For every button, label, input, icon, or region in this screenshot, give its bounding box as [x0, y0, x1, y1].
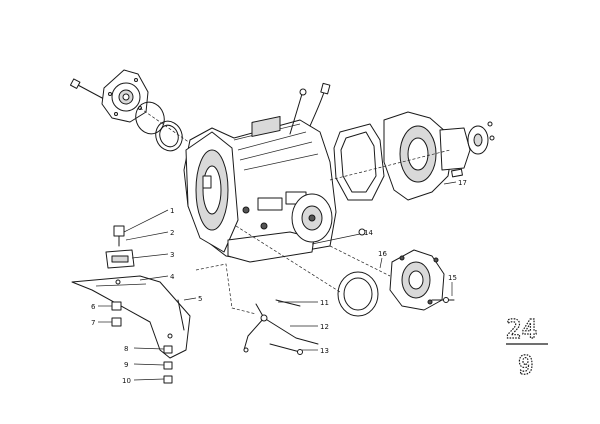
callout-15: 15 — [448, 274, 457, 282]
extension-housing — [383, 111, 471, 201]
callout-12: 12 — [320, 323, 329, 331]
callout-1: 1 — [170, 207, 174, 215]
callout-16: 16 — [378, 250, 387, 258]
rear-gasket — [337, 271, 379, 317]
callout-8: 8 — [124, 345, 128, 353]
rear-housing — [389, 249, 445, 311]
output-flange — [467, 121, 495, 155]
callout-2: 2 — [170, 229, 174, 237]
dipstick-tube — [289, 82, 331, 135]
callout-3: 3 — [170, 251, 174, 259]
front-pump-cover — [101, 69, 149, 123]
callout-11: 11 — [320, 299, 329, 307]
callouts: 1 2 3 4 5 6 7 8 9 10 11 12 13 14 15 16 — [91, 179, 467, 385]
mount-hardware — [111, 299, 185, 384]
rubber-mount — [105, 249, 135, 269]
group-number: 24 — [506, 315, 537, 345]
front-bolt — [69, 78, 105, 100]
callout-6: 6 — [91, 303, 96, 311]
seal-ring — [155, 120, 183, 152]
rear-bolt — [358, 228, 455, 303]
shift-linkage — [195, 263, 319, 355]
callout-10: 10 — [122, 377, 131, 385]
extension-gasket — [333, 123, 385, 201]
transmission-case — [183, 115, 337, 263]
callout-14: 14 — [364, 229, 373, 237]
callout-5: 5 — [198, 295, 202, 303]
callout-17: 17 — [458, 179, 467, 187]
callout-13: 13 — [320, 347, 329, 355]
mount-bolt-top — [113, 225, 125, 247]
callout-4: 4 — [170, 273, 175, 281]
group-number-block: 24 9 — [505, 314, 548, 382]
sheet-number: 9 — [518, 351, 534, 381]
callout-9: 9 — [124, 361, 128, 369]
callout-7: 7 — [91, 319, 95, 327]
